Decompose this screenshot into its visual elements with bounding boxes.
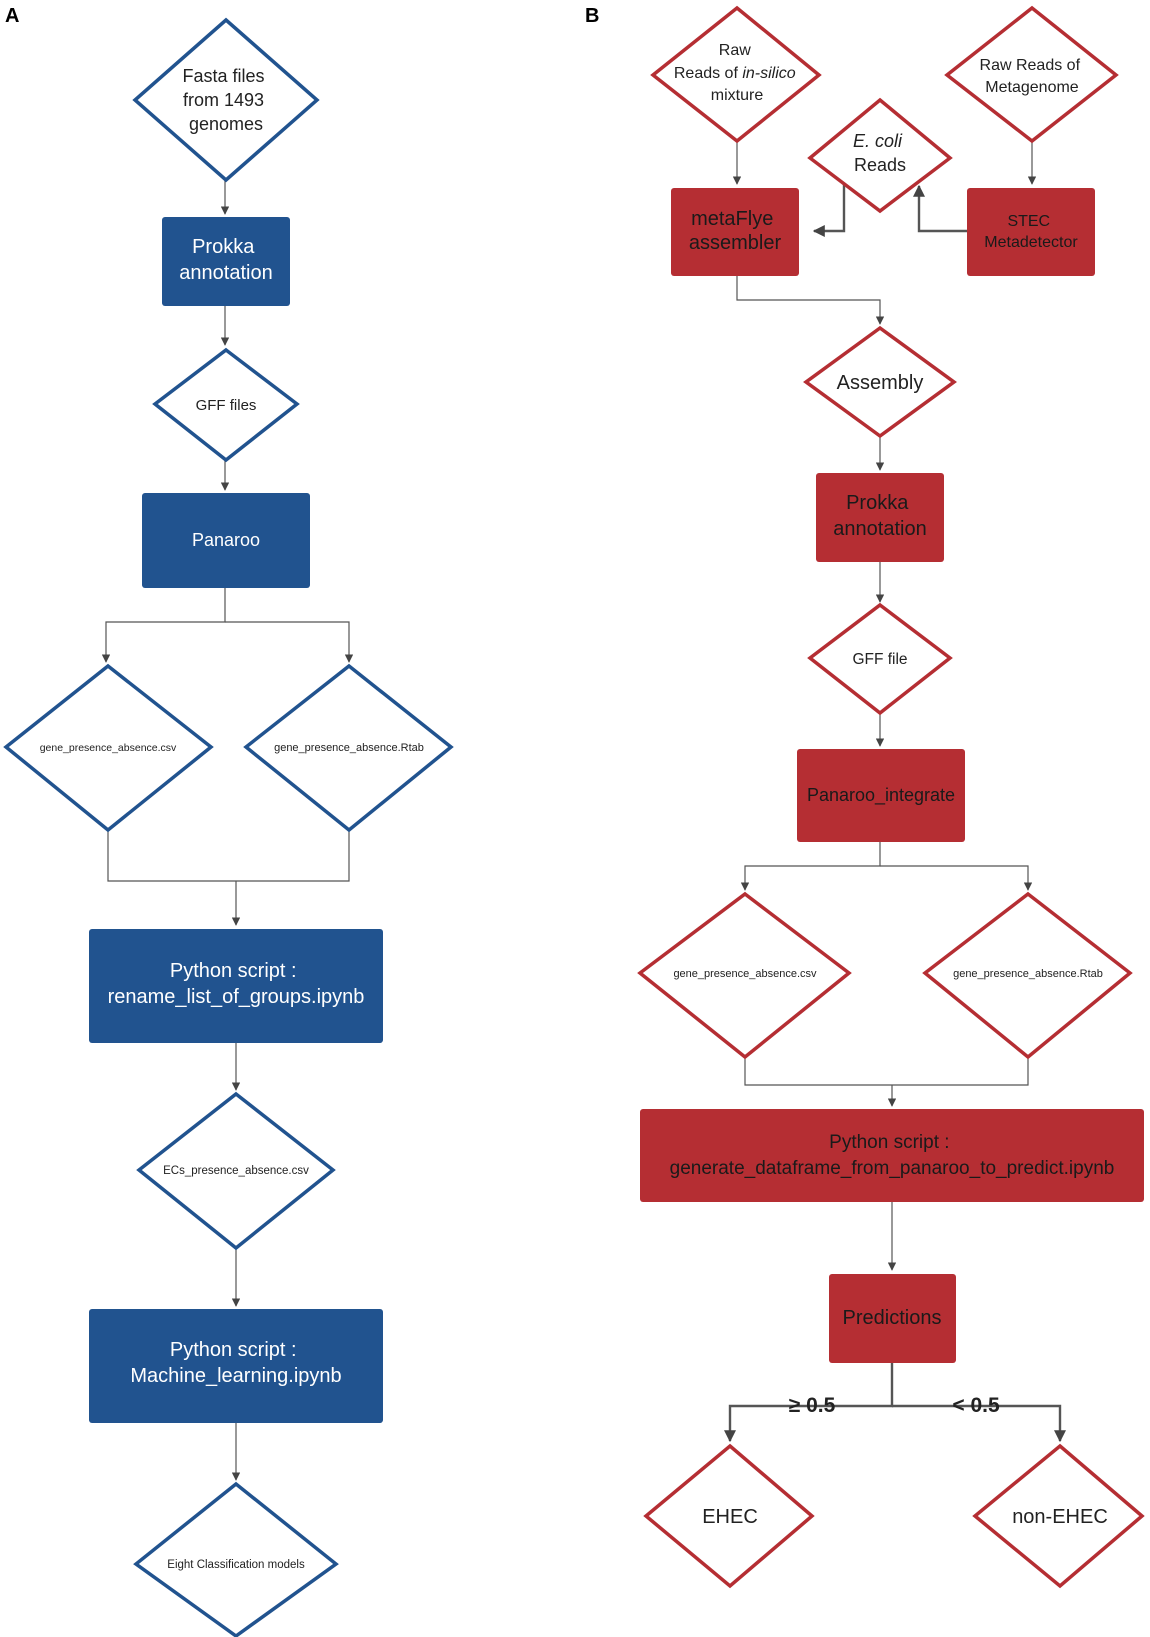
gpa-csv-node-a: gene_presence_absence.csv	[3, 663, 214, 833]
panaroo-integrate-node: Panaroo_integrate	[797, 749, 965, 842]
svg-text:Python script : rename_l: Python script : rename_list_of_groups.ip…	[108, 960, 365, 1008]
ehec-node: EHEC	[643, 1443, 815, 1589]
raw-meta-line-1: Raw Reads of	[980, 57, 1081, 74]
fasta-line-2: from 1493	[183, 90, 264, 110]
svg-text:E. coli Reads: E. coli Reads	[853, 131, 907, 175]
prokka-b-line-1: Prokka	[846, 492, 909, 514]
stec-line-2: Metadetector	[984, 234, 1078, 251]
predictions-node: Predictions	[829, 1274, 956, 1363]
stec-metadetector-node: STEC Metadetector	[967, 188, 1095, 276]
panel-b-connectors	[724, 141, 1066, 1443]
raw-insilico-reads-node: Raw Reads of in-silico mixture	[650, 5, 822, 144]
raw-insilico-line-3: mixture	[711, 87, 764, 104]
gff-file-node-b: GFF file	[807, 602, 953, 716]
raw-insilico-line-1: Raw	[719, 42, 751, 59]
gpa-rtab-label-b: gene_presence_absence.Rtab	[953, 968, 1103, 980]
ecoli-reads-node: E. coli Reads	[807, 97, 953, 214]
panaroo-label: Panaroo	[192, 530, 260, 550]
svg-text:metaFlye assembler: metaFlye assembler	[689, 208, 782, 254]
svg-text:STEC Metadetector: STEC Metadetector	[984, 213, 1078, 251]
ecs-label: ECs_presence_absence.csv	[163, 1165, 309, 1177]
gpa-rtab-node-a: gene_presence_absence.Rtab	[243, 663, 454, 833]
ecoli-line-2: Reads	[854, 155, 906, 175]
prokka-a-line-2: annotation	[179, 262, 272, 284]
ml-script-node: Python script : Machine_learning.ipynb	[89, 1309, 383, 1423]
panel-a-label: A	[5, 5, 19, 27]
gff-files-label: GFF files	[196, 397, 257, 414]
stec-line-1: STEC	[1007, 213, 1050, 230]
raw-metagenome-reads-node: Raw Reads of Metagenome	[944, 5, 1119, 144]
ecs-presence-node: ECs_presence_absence.csv	[136, 1091, 336, 1251]
classification-models-node: Eight Classification models	[133, 1481, 339, 1637]
prokka-annotation-node-a: Prokka annotation	[162, 217, 290, 306]
prokka-annotation-node-b: Prokka annotation	[816, 473, 944, 562]
panel-b-label: B	[585, 5, 599, 27]
raw-insilico-line-2-prefix: Reads of	[674, 65, 742, 82]
metaflye-line-2: assembler	[689, 232, 782, 254]
ml-script-line-1: Python script :	[170, 1339, 297, 1361]
fasta-line-1: Fasta files	[182, 66, 264, 86]
fasta-files-node: Fasta files from 1493 genomes	[132, 17, 320, 183]
models-label: Eight Classification models	[167, 1559, 305, 1571]
svg-text:Raw Reads of in-silico: Raw Reads of in-silico mixture	[674, 42, 800, 104]
metaflye-assembler-node: metaFlye assembler	[671, 188, 799, 276]
prokka-b-line-2: annotation	[833, 518, 926, 540]
assembly-label: Assembly	[837, 372, 924, 394]
gpa-csv-node-b: gene_presence_absence.csv	[637, 891, 852, 1060]
predict-script-node: Python script : generate_dataframe_from_…	[640, 1109, 1144, 1202]
predict-script-line-2: generate_dataframe_from_panaroo_to_predi…	[670, 1158, 1115, 1179]
gff-file-label: GFF file	[852, 651, 907, 668]
gpa-csv-label-b: gene_presence_absence.csv	[673, 968, 817, 980]
svg-text:Python script : generate: Python script : generate_dataframe_from_…	[670, 1132, 1115, 1179]
panaroo-integrate-label: Panaroo_integrate	[807, 785, 955, 806]
fasta-line-3: genomes	[189, 114, 263, 134]
rename-script-line-2: rename_list_of_groups.ipynb	[108, 986, 365, 1008]
prokka-a-line-1: Prokka	[192, 236, 255, 258]
gpa-rtab-label-a: gene_presence_absence.Rtab	[274, 742, 424, 754]
raw-insilico-line-2-italic: in-silico	[742, 65, 795, 82]
panel-a-connectors	[101, 172, 354, 1481]
raw-meta-line-2: Metagenome	[985, 79, 1078, 96]
ml-script-line-2: Machine_learning.ipynb	[130, 1365, 341, 1387]
panaroo-node-a: Panaroo	[142, 493, 310, 588]
rename-script-line-1: Python script :	[170, 960, 297, 982]
svg-text:Prokka annotation: Prokka annotation	[179, 236, 272, 284]
predict-script-line-1: Python script :	[829, 1132, 949, 1153]
svg-text:Prokka annotation: Prokka annotation	[833, 492, 926, 540]
ehec-label: EHEC	[702, 1506, 758, 1528]
svg-text:Python script : Machine_: Python script : Machine_learning.ipynb	[130, 1339, 341, 1387]
gpa-rtab-node-b: gene_presence_absence.Rtab	[922, 891, 1133, 1060]
non-ehec-node: non-EHEC	[972, 1443, 1145, 1589]
gpa-csv-label-a: gene_presence_absence.csv	[40, 742, 177, 754]
non-ehec-label: non-EHEC	[1012, 1506, 1108, 1528]
assembly-node: Assembly	[803, 325, 957, 439]
predictions-label: Predictions	[843, 1307, 942, 1329]
gff-files-node-a: GFF files	[152, 347, 300, 463]
ecoli-italic: E. coli	[853, 131, 903, 151]
ge-threshold-label: ≥ 0.5	[789, 1394, 836, 1417]
svg-text:Fasta files from 1493: Fasta files from 1493 genomes	[182, 66, 269, 134]
svg-text:Raw Reads of Metagenome: Raw Reads of Metagenome	[980, 57, 1085, 96]
rename-script-node: Python script : rename_list_of_groups.ip…	[89, 929, 383, 1043]
metaflye-line-1: metaFlye	[691, 208, 773, 230]
lt-threshold-label: < 0.5	[952, 1394, 1000, 1417]
